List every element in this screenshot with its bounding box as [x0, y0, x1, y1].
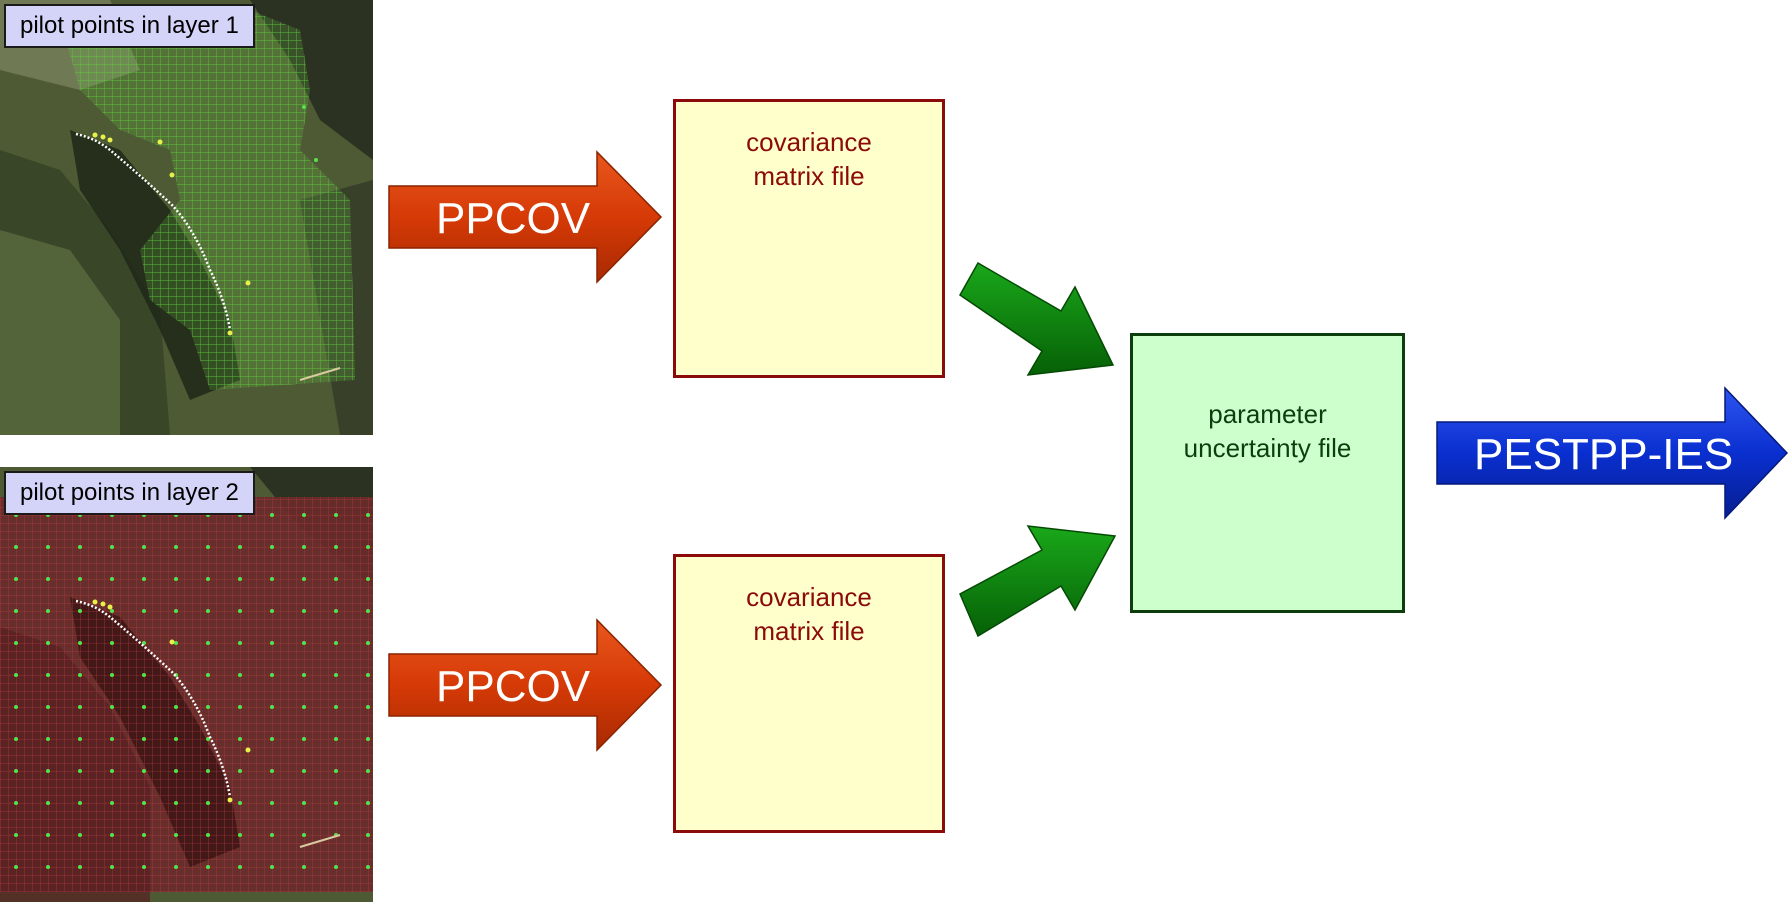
map-layer-1: pilot points in layer 1 — [0, 0, 373, 435]
flow-arrow-lower — [959, 525, 1117, 638]
map-label-layer-2: pilot points in layer 2 — [4, 471, 255, 515]
parameter-box-line-2: uncertainty file — [1183, 432, 1352, 463]
covariance-box-2-line-2: matrix file — [753, 615, 865, 646]
map-label-layer-1: pilot points in layer 1 — [4, 4, 255, 48]
satellite-map-layer-1 — [0, 0, 373, 435]
covariance-box-1-line-2: matrix file — [753, 160, 865, 191]
covariance-matrix-box-2: covariance matrix file — [673, 554, 945, 833]
flow-arrow-upper — [959, 261, 1115, 376]
ppcov-arrow-1 — [388, 150, 663, 284]
ppcov-label-1: PPCOV — [436, 194, 591, 243]
satellite-map-layer-2 — [0, 467, 373, 902]
covariance-box-2-line-1: covariance — [746, 582, 872, 612]
parameter-box-line-1: parameter — [1208, 399, 1327, 429]
ppcov-label-2: PPCOV — [436, 662, 591, 711]
covariance-matrix-box-1: covariance matrix file — [673, 99, 945, 378]
pestpp-ies-arrow — [1436, 386, 1789, 520]
parameter-uncertainty-box: parameter uncertainty file — [1130, 333, 1405, 613]
covariance-box-1-line-1: covariance — [746, 127, 872, 157]
pestpp-ies-label: PESTPP-IES — [1474, 430, 1734, 479]
map-layer-2: pilot points in layer 2 — [0, 467, 373, 902]
ppcov-arrow-2 — [388, 618, 663, 752]
